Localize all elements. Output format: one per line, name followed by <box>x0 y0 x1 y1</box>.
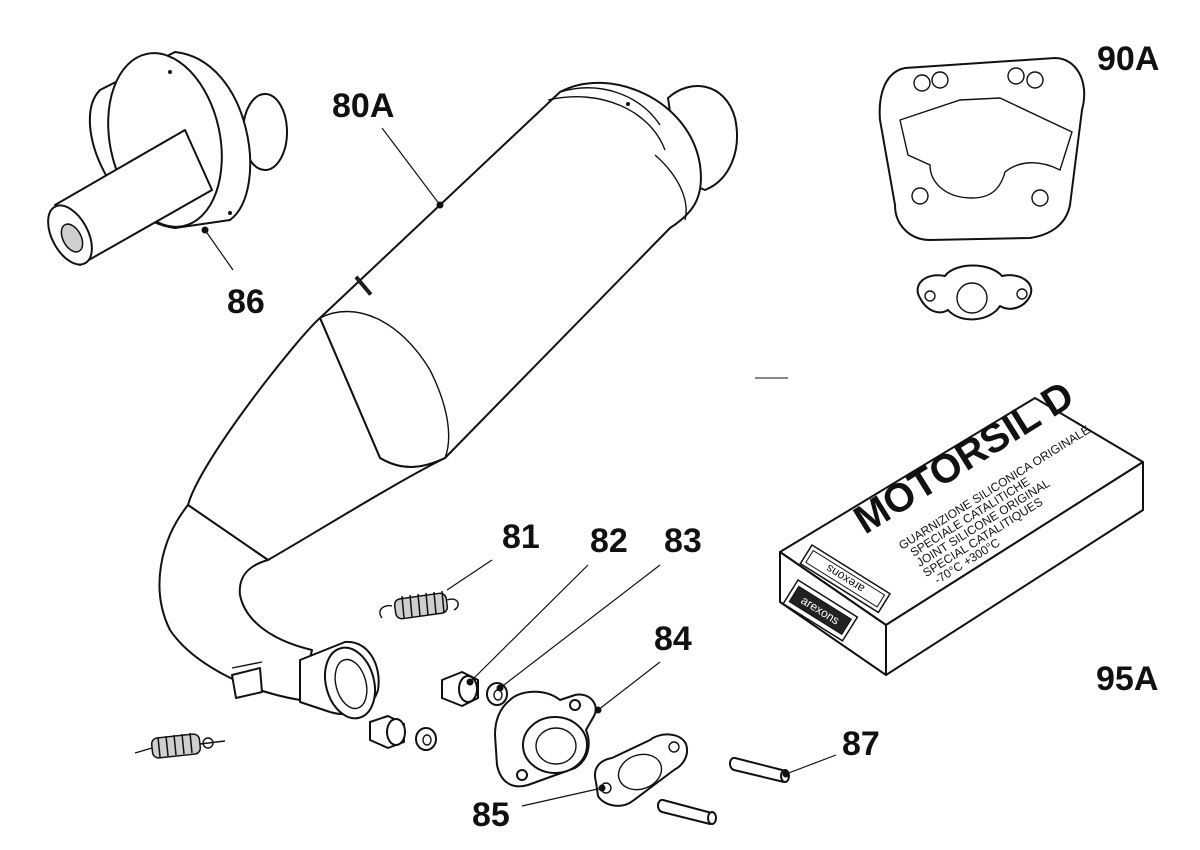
callout-80A: 80A <box>332 87 394 125</box>
washer-part-83-lower <box>415 727 437 751</box>
callout-95A: 95A <box>1096 660 1158 698</box>
nut-part-82-upper <box>441 671 479 707</box>
tail-cap-part-86 <box>47 51 288 266</box>
nut-part-82-lower <box>369 715 406 749</box>
spring-part-81-upper <box>379 590 459 620</box>
callout-85: 85 <box>472 796 510 834</box>
pin-part-87-upper <box>729 756 790 783</box>
callout-86: 86 <box>227 283 265 321</box>
spring-part-81-lower <box>134 732 226 759</box>
gasket-set-part-90A <box>878 57 1086 321</box>
sealant-box-part-95A: arexons arexons MOTORSIL D GUARNIZIONE S… <box>779 373 1144 676</box>
callout-81: 81 <box>502 518 540 556</box>
callout-87: 87 <box>842 725 880 763</box>
inlet-flange-part-84 <box>494 690 597 788</box>
gasket-part-85 <box>594 733 688 807</box>
callout-84: 84 <box>654 620 692 658</box>
callout-83: 83 <box>664 522 702 560</box>
callout-90A: 90A <box>1097 40 1159 78</box>
exhaust-body-part-80A <box>158 81 738 720</box>
pin-part-87-lower <box>657 798 717 825</box>
callout-82: 82 <box>590 522 628 560</box>
leader-lines <box>201 127 837 807</box>
